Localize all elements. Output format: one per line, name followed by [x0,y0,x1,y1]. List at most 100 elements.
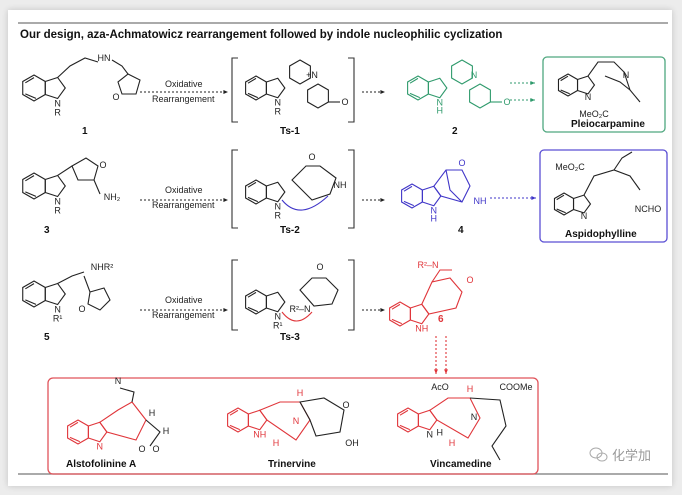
atom-r: R [54,206,61,216]
compound-6-bridge [431,269,452,283]
atom-o: O [466,275,473,285]
arrow-3-label-bottom: Rearrangement [152,310,215,320]
trinervine-oxepane [299,397,345,437]
compound-6-pyrrole-ring [409,303,430,325]
scheme-title: Our design, aza-Achmatowicz rearrangemen… [20,29,502,41]
compound-5-chain [83,275,91,293]
atom-h: H [273,438,280,448]
pleiocarpamine-pyrrole-ring [576,75,596,95]
atom-n: N [431,206,438,216]
atom-o: O [78,304,85,314]
atom-r: R [275,107,282,117]
vincamedine-label: Vincamedine [430,459,492,470]
atom-nh: NH [334,180,347,190]
arrow-2-to-target-a-head [530,81,535,85]
atom-h: H [437,106,444,116]
watermark-text: 化学加 [612,448,651,464]
arrow-1-label-bottom: Rearrangement [152,94,215,104]
compound-5-pyrrole-ring [44,282,66,306]
ts-2-bracket-right [348,149,355,229]
atom-o: O [458,158,465,168]
ts-3-double-bond [247,291,257,298]
compound-6-label: 6 [438,314,444,325]
pleiocarpamine-double-bond [560,75,569,82]
atom-n-plus: +N [306,70,318,80]
atom-nhr2: NHR² [91,262,114,272]
atom-r: R [54,108,61,118]
ts-2-bracket-left [231,149,238,229]
atom-h: H [467,384,474,394]
atom-h: H [163,426,170,436]
compound-1-chain [111,59,129,75]
compound-3-furan [71,157,99,181]
electron-push-arrow-2 [281,195,329,211]
atom-n: N [471,70,478,80]
ts-2-ring [291,165,337,201]
ts-3-ring [299,277,339,307]
compound-4-double-bond [403,200,415,207]
atom-n: N [581,211,588,221]
compound-2-double-bond [409,92,421,99]
ts-1-ring-c [289,59,311,85]
compound-1-double-bond [25,93,37,99]
compound-6-double-bond [391,318,403,325]
natural-products-box [47,377,539,475]
alstofolinine-double-bond [69,421,79,428]
compound-4-label: 4 [458,225,464,236]
arrow-2-label-bottom: Rearrangement [152,200,215,210]
compound-1-label: 1 [82,126,88,137]
atom-o: O [341,97,348,107]
atom-coome: COOMe [499,382,532,392]
aspidophylline-label: Aspidophylline [565,229,637,240]
compound-5-double-bond [25,283,35,290]
atom-o: O [503,97,510,107]
compound-3-double-bond [25,175,35,182]
atom-h: H [297,388,304,398]
compound-4-bridge [433,169,471,203]
oxidation-arrow-1-head [223,90,228,94]
ts-1-pyrrole-ring [265,77,286,99]
compound-2-pyrrole-ring [427,77,448,99]
arrow-3-label-top: Oxidative [165,295,203,305]
compound-6-double-bond [391,303,401,310]
compound-1-double-bond [25,77,35,84]
aspidophylline-box [539,149,668,243]
electron-push-arrow-3 [281,311,313,322]
compound-5-label: 5 [44,332,50,343]
compound-2-double-bond [409,77,419,84]
vincamedine-cage [469,397,507,461]
compound-3-chain [93,179,101,195]
compound-1-chain [57,57,99,78]
atom-oh: OH [345,438,359,448]
atom-r2n: R²–N [289,304,310,314]
compound-3-chain [57,165,73,176]
compound-4-double-bond [403,185,413,192]
vincamedine-ring [429,397,481,439]
alstofolinine-pyrrole-ring [87,421,108,443]
atom-aco: AcO [431,382,449,392]
arrow-6-down-b-head [444,369,448,374]
ts-3-pyrrole-ring [265,291,286,313]
trinervine-pyrrole-ring [247,409,268,431]
aspidophylline-double-bond [556,194,565,201]
alstofolinine-lactone [145,419,161,447]
pleiocarpamine-cage [587,61,641,103]
atom-nh: NH [415,324,428,334]
oxidation-arrow-3-head [223,308,228,312]
arrow-ts1-to-2-head [380,90,385,94]
atom-r2n: R²–N [417,260,438,270]
compound-6-bridge [421,277,463,315]
ts-2-double-bond [247,196,259,203]
atom-n: N [427,430,434,440]
arrow-1-label-top: Oxidative [165,79,203,89]
ts-1-double-bond [247,92,259,99]
atom-h: H [437,428,444,438]
vincamedine-pyrrole-ring [417,409,438,431]
compound-1-furan [117,73,141,95]
aspidophylline-pyrrole-ring [572,194,592,214]
atom-o: O [99,160,106,170]
arrow-ts3-to-6-head [380,308,385,312]
wechat-icon [589,447,608,462]
atom-r: R [275,211,282,221]
